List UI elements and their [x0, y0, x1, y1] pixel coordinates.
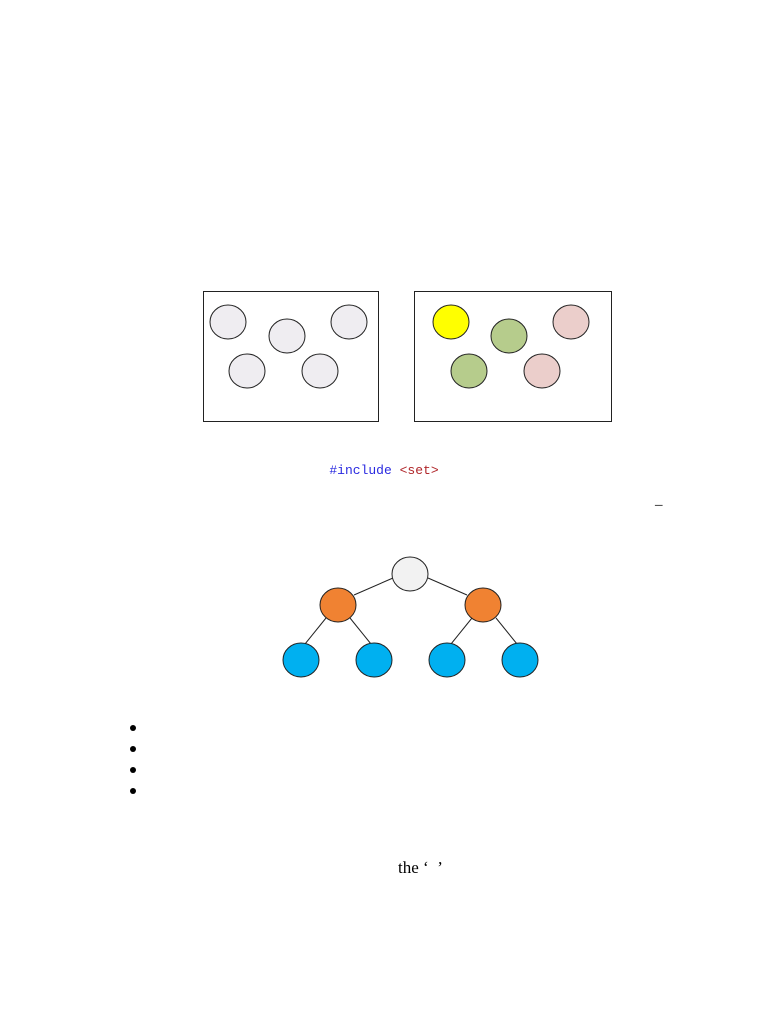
bullet-item: [130, 738, 150, 759]
bullet-dot: [130, 788, 136, 794]
plain-set-element: [268, 318, 306, 354]
tree-edge: [450, 617, 473, 645]
set-header-name: <set>: [399, 463, 439, 478]
include-code-line: #include <set>: [0, 462, 768, 480]
quote-prefix: the ‘: [398, 858, 429, 877]
green-set-element: [490, 318, 528, 354]
bullet-item: [130, 780, 150, 801]
tree-edge: [304, 617, 327, 645]
bullet-item: [130, 717, 150, 738]
plain-set-element: [330, 304, 368, 340]
bullet-dot: [130, 725, 136, 731]
tree-orange-node: [319, 587, 357, 623]
dash-mark: –: [655, 497, 663, 513]
tree-edge: [427, 577, 468, 596]
bullet-dot: [130, 746, 136, 752]
tree-edge: [353, 577, 394, 596]
pink-set-element: [523, 353, 561, 389]
tree-edge: [495, 617, 518, 645]
tree-orange-node: [464, 587, 502, 623]
plain-set-element: [228, 353, 266, 389]
quote-suffix: ’: [437, 858, 443, 877]
quote-middle: [429, 858, 438, 877]
include-keyword: #include: [329, 463, 392, 478]
tree-blue-leaf-node: [282, 642, 320, 678]
bullet-dot: [130, 767, 136, 773]
tree-root-node: [391, 556, 429, 592]
tree-blue-leaf-node: [428, 642, 466, 678]
pink-set-element: [552, 304, 590, 340]
tree-blue-leaf-node: [501, 642, 539, 678]
yellow-set-element: [432, 304, 470, 340]
bullet-list: [130, 717, 150, 801]
quote-fragment: the ‘ ’: [398, 858, 443, 878]
plain-set-element: [209, 304, 247, 340]
bullet-item: [130, 759, 150, 780]
green-set-element: [450, 353, 488, 389]
tree-edge: [349, 617, 372, 645]
plain-set-element: [301, 353, 339, 389]
tree-blue-leaf-node: [355, 642, 393, 678]
